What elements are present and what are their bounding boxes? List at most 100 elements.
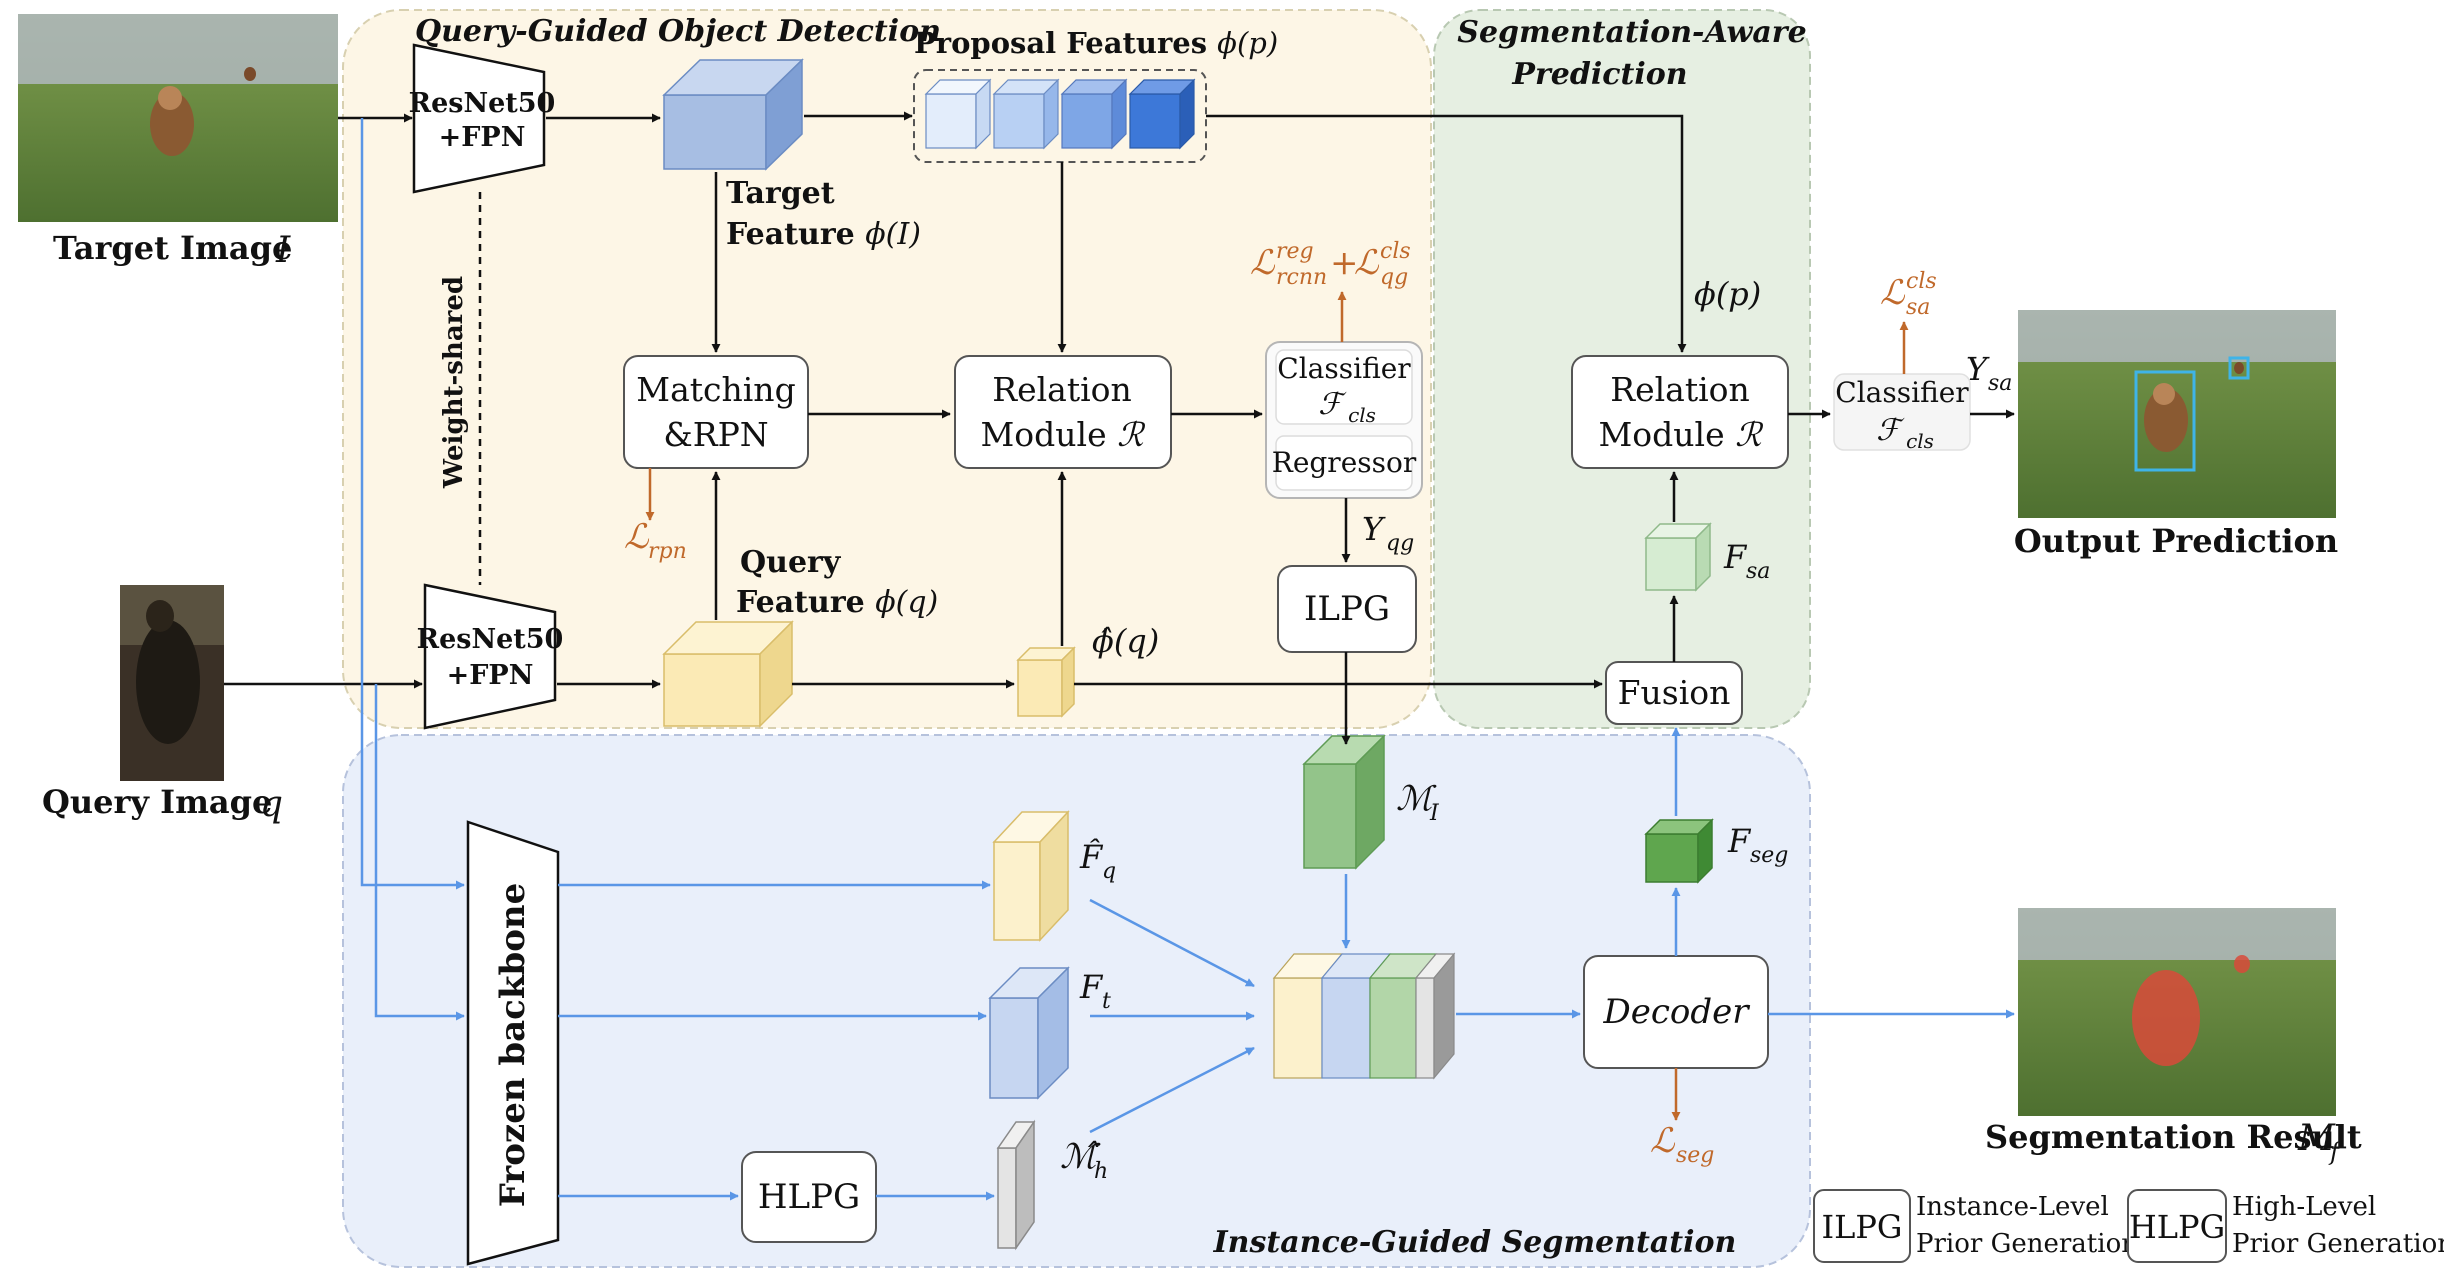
m-h-hat-label: ℳ̂ (1060, 1137, 1101, 1177)
y-sa-label: Y (1966, 350, 1990, 388)
arrow-mh-to-concat (1089, 1046, 1255, 1134)
f-sa-sub: sa (1746, 559, 1770, 584)
query-feature-label-2: Feature ϕ(q) (736, 585, 938, 620)
target-feature-label-2: Feature ϕ(I) (726, 217, 921, 252)
relation-module-1-label-1: Relation (992, 370, 1132, 409)
relation-module-2-label-2: Module ℛ (1599, 415, 1765, 454)
loss-qg-symbol: ℒ (1354, 243, 1380, 283)
arrows-black (224, 111, 2015, 745)
query-image-symbol: q (260, 784, 283, 825)
f-q-hat-sub: q (1102, 859, 1116, 884)
matching-rpn-box (623, 355, 809, 469)
resnet-query (423, 583, 557, 730)
phi-p-label: ϕ(p) (1694, 275, 1761, 313)
segmentation-result-symbol: M (2297, 1118, 2336, 1159)
y-sa-sub: sa (1988, 371, 2012, 396)
m-i-cube (1302, 734, 1386, 870)
classifier-box-1 (1275, 349, 1413, 425)
output-prediction-label: Output Prediction (2014, 522, 2338, 560)
proposal-cube-2 (992, 78, 1060, 150)
loss-seg-sub: seg (1676, 1143, 1714, 1168)
target-image (18, 14, 338, 222)
arrow-query-to-frozen (374, 684, 465, 1021)
loss-rcnn-sub: rcnn (1276, 265, 1327, 290)
f-t-sub: t (1102, 989, 1111, 1014)
frozen-backbone-label: Frozen backbone (493, 883, 533, 1208)
target-feature-label-1: Target (726, 176, 835, 211)
f-seg-cube (1644, 818, 1714, 884)
phi-hat-q-cube (1016, 646, 1076, 718)
arrow-fq-to-concat (1089, 898, 1255, 988)
region-seg-aware-title-1: Segmentation-Aware (1457, 15, 1806, 50)
region-seg-aware-title-2: Prediction (1511, 57, 1687, 92)
legend-ilpg-desc-2: Prior Generation (1916, 1229, 2138, 1259)
loss-rpn-symbol: ℒ (624, 517, 650, 557)
frozen-backbone (466, 820, 560, 1266)
segmentation-result-image (2018, 908, 2336, 1116)
f-seg-sub: seg (1750, 843, 1788, 868)
proposal-features-label: Proposal Features ϕ(p) (914, 26, 1278, 60)
legend-ilpg-box (1813, 1189, 1911, 1263)
m-h-hat-sub: h (1094, 1159, 1108, 1184)
phi-hat-q-label: ϕ̂(q) (1092, 622, 1159, 660)
legend-hlpg-label: HLPG (2129, 1208, 2225, 1246)
loss-rcnn-symbol: ℒ (1250, 243, 1276, 283)
region-instance-seg (342, 734, 1811, 1268)
target-feature-cube (662, 58, 804, 171)
relation-module-1-label-2: Module ℛ (981, 415, 1147, 454)
proposal-cube-4 (1128, 78, 1196, 150)
classifier-2-label: Classifier (1835, 376, 1969, 409)
region-detection-title: Query-Guided Object Detection (415, 14, 941, 49)
relation-module-2-label-1: Relation (1610, 370, 1750, 409)
f-t-label: F (1079, 968, 1104, 1006)
decoder-label: Decoder (1602, 992, 1750, 1032)
loss-qg-sub: qg (1380, 265, 1408, 290)
concat-feature-stack (1272, 952, 1456, 1080)
classifier-1-label: Classifier (1277, 352, 1411, 385)
query-feature-label-1: Query (740, 545, 842, 580)
proposal-features-box (913, 69, 1207, 163)
f-t-cube (988, 966, 1070, 1100)
classifier-1-sub: cls (1348, 403, 1376, 427)
query-feature-cube (662, 620, 794, 728)
arrow-proposals-to-relation-2 (1206, 114, 1687, 353)
arrow-target-to-frozen (360, 118, 465, 890)
target-image-symbol: I (275, 230, 291, 271)
y-qg-sub: qg (1386, 531, 1414, 556)
resnet-query-label-2: +FPN (447, 660, 534, 691)
region-instance-seg-title: Instance-Guided Segmentation (1213, 1225, 1737, 1260)
legend-ilpg-desc-1: Instance-Level (1916, 1192, 2109, 1222)
weight-shared-label: Weight-shared (439, 276, 469, 489)
relation-module-box-2 (1571, 355, 1789, 469)
f-sa-cube (1644, 522, 1712, 592)
m-h-hat-cube (996, 1119, 1036, 1251)
segmentation-result-label: Segmentation Result (1985, 1118, 2362, 1156)
loss-plus: + (1330, 243, 1359, 283)
resnet-target (412, 43, 546, 194)
m-i-sub: I (1429, 801, 1440, 826)
loss-sa-sub: sa (1906, 295, 1930, 320)
hlpg-label: HLPG (758, 1177, 860, 1217)
loss-qg-sup: cls (1380, 239, 1411, 264)
region-detection (342, 9, 1432, 729)
loss-rpn-sub: rpn (648, 539, 687, 564)
arrows-blue (360, 118, 2015, 1201)
f-sa-label: F (1723, 538, 1748, 576)
query-image-label: Query Image (42, 783, 272, 821)
y-qg-label: Y (1362, 510, 1386, 548)
matching-rpn-label-1: Matching (636, 370, 795, 409)
relation-module-box-1 (954, 355, 1172, 469)
fusion-label: Fusion (1618, 673, 1731, 712)
legend-hlpg-desc-1: High-Level (2232, 1192, 2376, 1222)
regressor-box (1275, 435, 1413, 491)
loss-rcnn-sup: reg (1276, 239, 1314, 264)
loss-sa-sup: cls (1906, 269, 1937, 294)
ilpg-label: ILPG (1304, 589, 1390, 629)
legend-hlpg-box (2127, 1189, 2227, 1263)
f-q-hat-label: F̂ (1079, 838, 1104, 876)
arrows-orange (645, 291, 1909, 1121)
resnet-target-label-1: ResNet50 (409, 88, 556, 119)
resnet-target-label-2: +FPN (439, 122, 526, 153)
m-i-label: ℳ (1396, 779, 1437, 819)
